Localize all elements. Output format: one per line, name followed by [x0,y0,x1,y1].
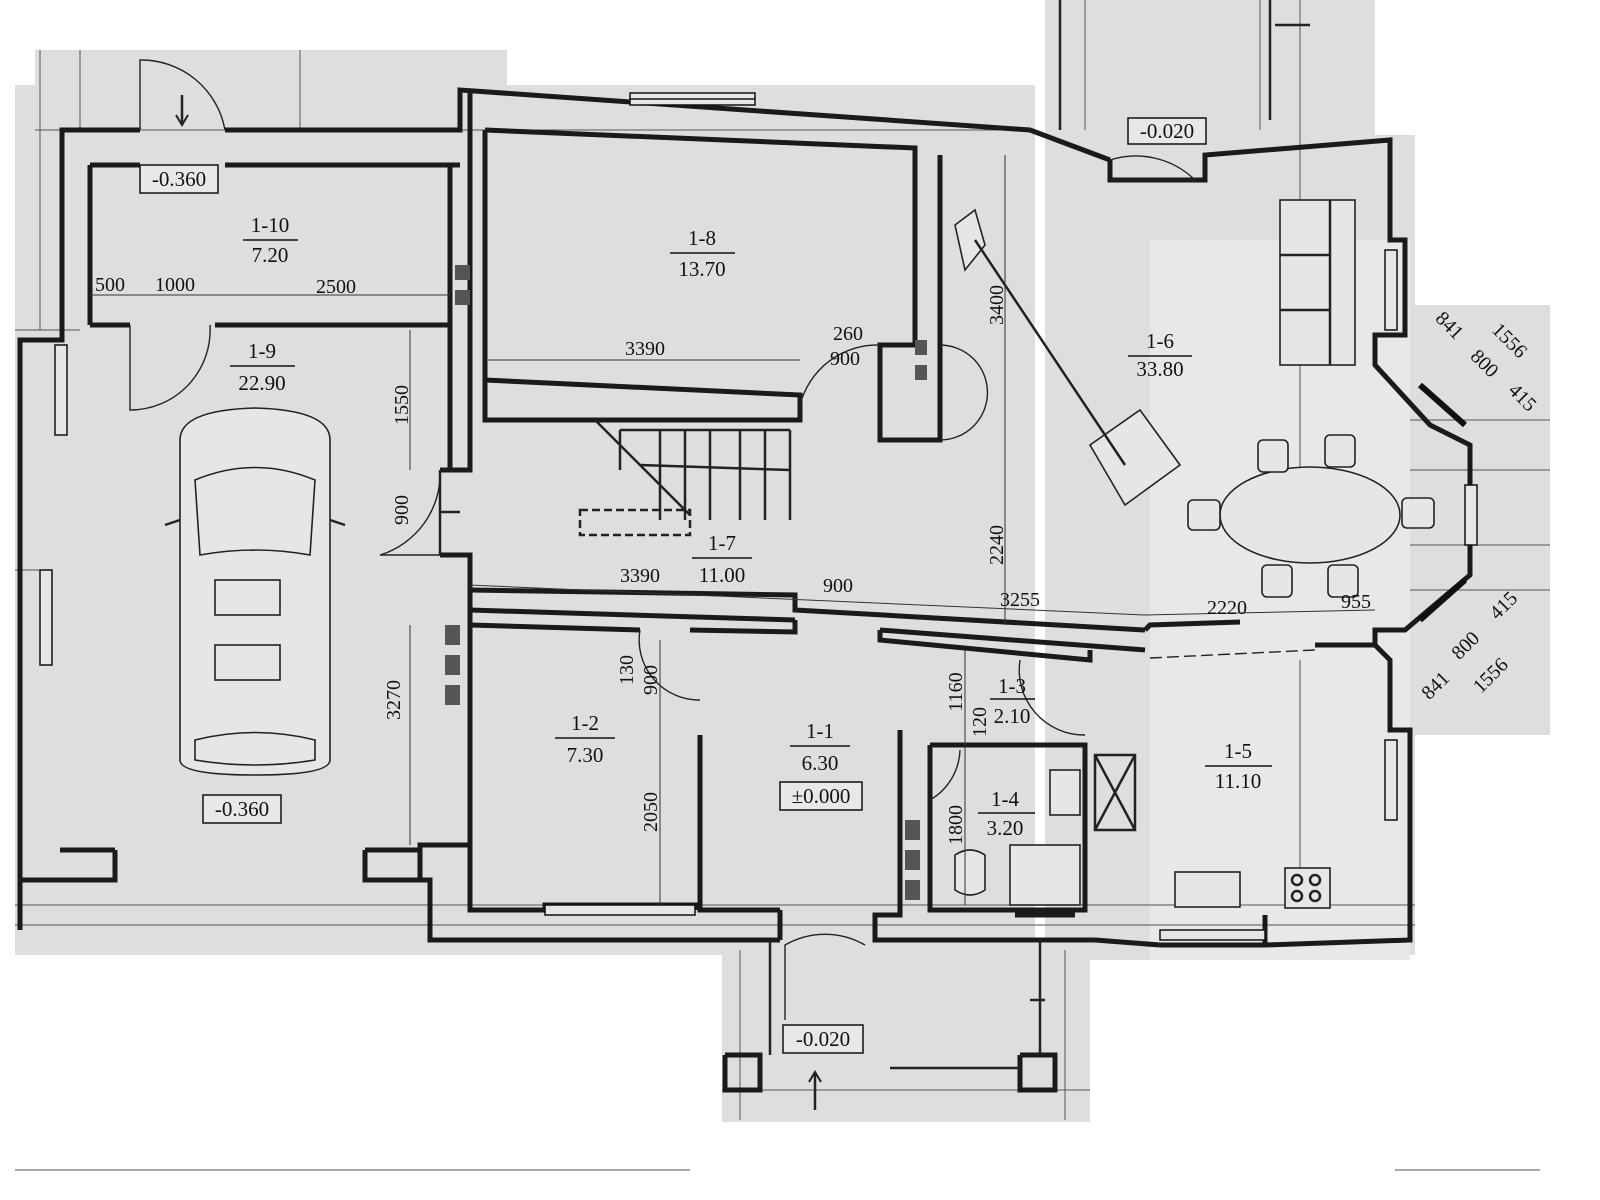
dim-1550: 1550 [391,385,413,425]
room-1-2-name: 1-2 [571,711,599,735]
room-1-1-name: 1-1 [806,719,834,743]
room-1-4-area: 3.20 [987,816,1024,840]
level-marks: -0.360 -0.360 -0.020 -0.020 ±0.000 [139,117,1207,1054]
dim-2050: 2050 [640,792,662,832]
dim-2220: 2220 [1207,597,1247,619]
dimension-lines [90,155,1376,905]
room-1-5-area: 11.10 [1215,769,1261,793]
level-garage-top: -0.360 [152,167,206,191]
level-entry-top: -0.020 [1140,119,1194,143]
dim-1160: 1160 [945,672,967,711]
dim-955: 955 [1341,591,1371,613]
room-1-1-area: 6.30 [802,751,839,775]
dim-3255: 3255 [1000,589,1040,611]
windows [39,92,1478,941]
room-1-9-area: 22.90 [238,371,285,395]
dim-900-top: 900 [830,348,860,370]
room-1-4-name: 1-4 [991,787,1019,811]
dim-3270: 3270 [383,680,405,720]
room-1-9-name: 1-9 [248,339,276,363]
room-1-7-name: 1-7 [708,531,736,555]
dim-900-left: 900 [391,495,413,525]
room-1-3-name: 1-3 [998,674,1026,698]
level-entry-bottom: -0.020 [796,1027,850,1051]
level-hall: ±0.000 [792,784,851,808]
dim-3390-mid: 3390 [620,565,660,587]
dim-3390-top: 3390 [625,338,665,360]
room-1-6-name: 1-6 [1146,329,1174,353]
room-1-2-area: 7.30 [567,743,604,767]
level-garage-bottom: -0.360 [215,797,269,821]
room-1-5-name: 1-5 [1224,739,1252,763]
dimension-labels: 500 1000 2500 3390 260 900 3400 1550 900… [95,274,1541,845]
dim-260: 260 [833,323,863,345]
dim-2500: 2500 [316,276,356,298]
room-1-7-area: 11.00 [699,563,745,587]
vent-blocks [445,265,927,900]
dim-2240: 2240 [986,525,1008,565]
doors [129,59,1316,1020]
car-symbol [164,407,346,776]
dim-900-mid: 900 [823,575,853,597]
staircase [578,419,792,537]
room-1-10-name: 1-10 [251,213,290,237]
dim-130: 130 [616,655,638,685]
dim-3400: 3400 [986,285,1008,325]
room-labels: 1-10 7.20 1-8 13.70 1-9 22.90 1-7 11.00 … [230,213,1272,840]
dim-500: 500 [95,274,125,296]
dim-120: 120 [969,707,991,737]
dim-1000: 1000 [155,274,195,296]
living-furniture [954,199,1435,909]
room-1-3-area: 2.10 [994,704,1031,728]
entry-arrows [175,23,1310,1110]
room-1-8-name: 1-8 [688,226,716,250]
room-1-6-area: 33.80 [1136,357,1183,381]
room-1-10-area: 7.20 [252,243,289,267]
dim-1800: 1800 [945,805,967,845]
room-1-8-area: 13.70 [678,257,725,281]
dim-900-bottom: 900 [640,665,662,695]
